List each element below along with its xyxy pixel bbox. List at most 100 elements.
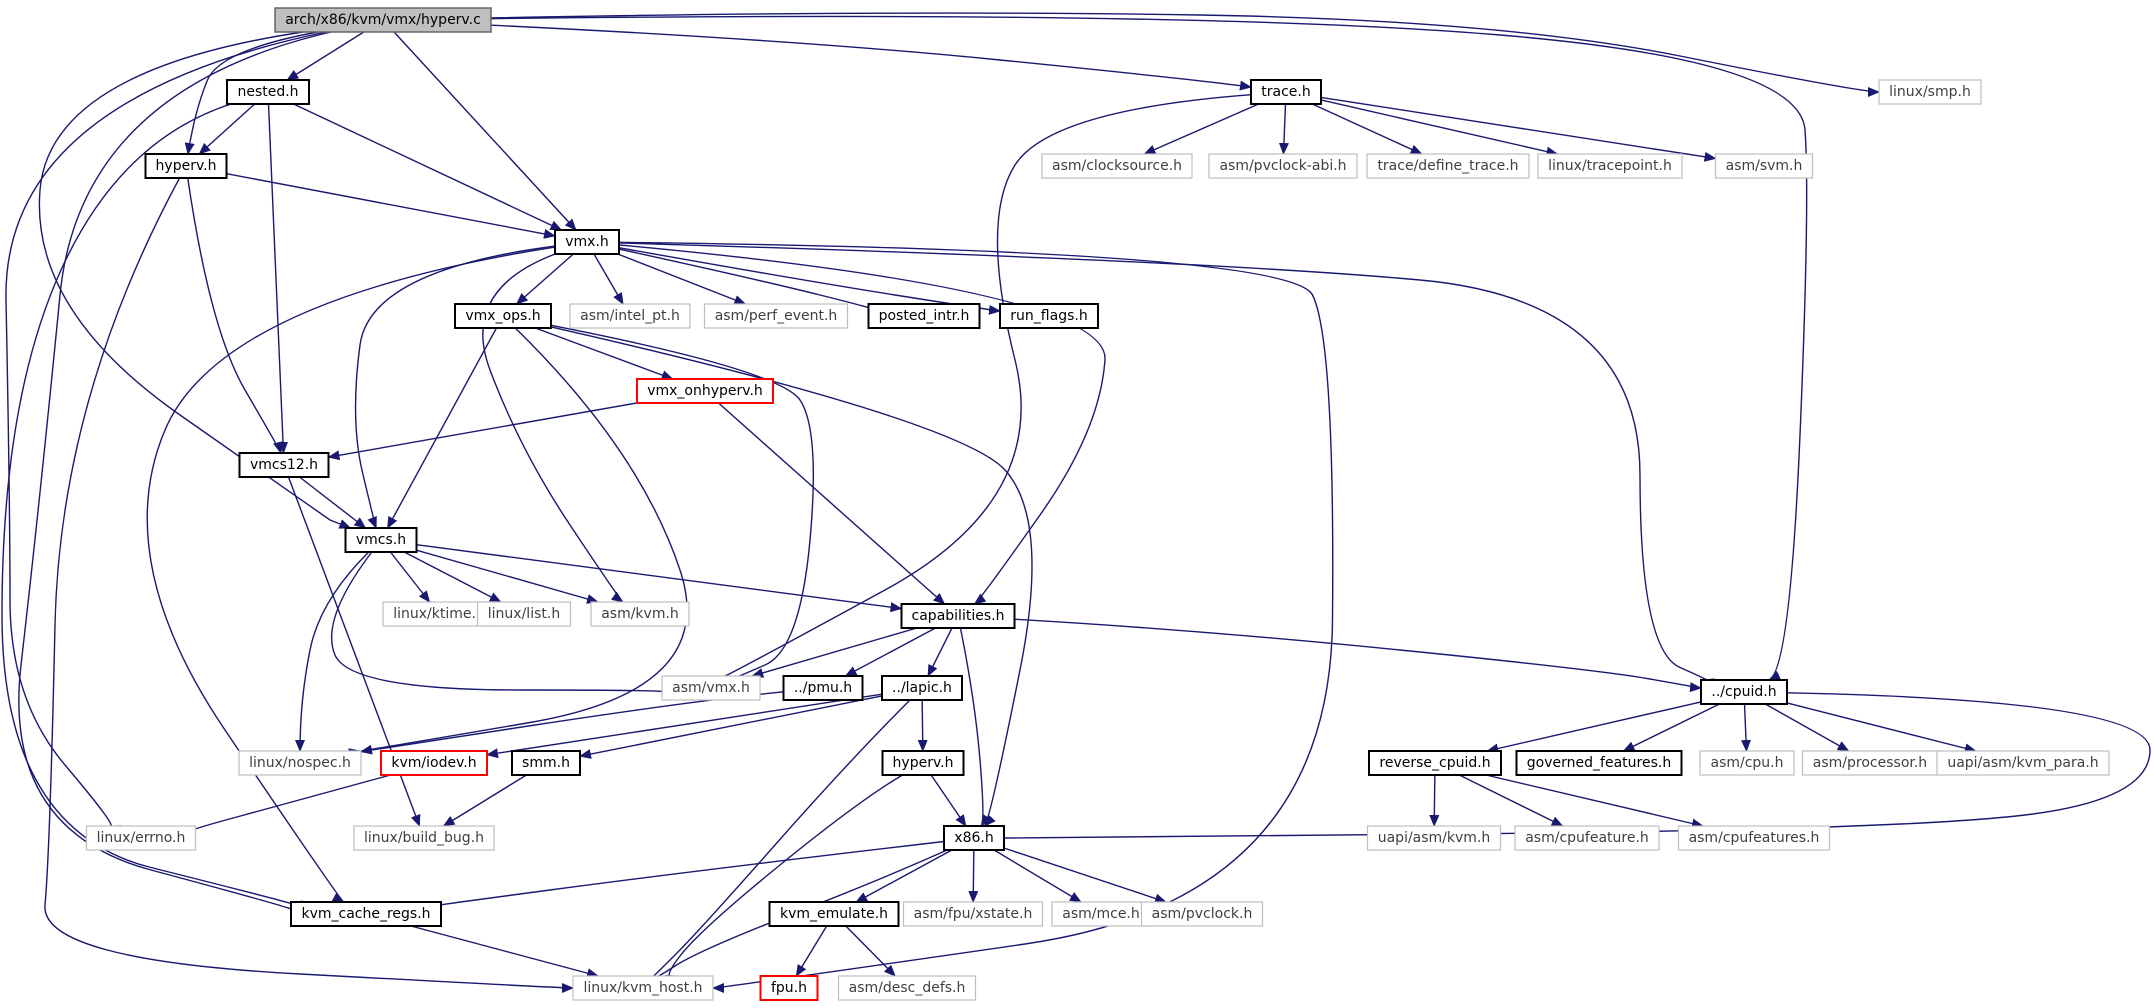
graph-node-vmcs12-h[interactable]: vmcs12.h: [238, 452, 330, 478]
node-box: [353, 825, 495, 851]
node-box: [1515, 750, 1683, 776]
node-label: uapi/asm/kvm.h: [1378, 830, 1491, 846]
graph-node-linux-nospec-h: linux/nospec.h: [238, 750, 362, 776]
graph-node-smm-h[interactable]: smm.h: [511, 750, 581, 776]
graph-node-linux-kvm-host-h: linux/kvm_host.h: [572, 975, 714, 1001]
edge-x86-h-to-kvm-emulate-h: [855, 849, 953, 903]
edge-hyperv-c-to-vmcs-h: [38, 31, 352, 529]
node-label: kvm_emulate.h: [780, 906, 888, 922]
graph-node-kvm-emulate-h[interactable]: kvm_emulate.h: [768, 901, 900, 927]
edge-vmx-ops-h-to-vmx-onhyperv-h: [535, 327, 674, 380]
node-label: hyperv.h: [156, 158, 217, 174]
graph-node-asm-mce-h: asm/mce.h: [1051, 901, 1151, 927]
edge-trace-h-to-linux-tracepoint-h: [1320, 99, 1559, 157]
node-box: [837, 975, 977, 1001]
graph-node-trace-define-trace-h: trace/define_trace.h: [1366, 153, 1530, 179]
edge-vmcs-h-to-asm-vmx-h: [331, 551, 674, 697]
graph-node-asm-pvclock-h: asm/pvclock.h: [1140, 901, 1264, 927]
node-label: vmx_ops.h: [465, 308, 540, 324]
edge-hyperv-c-to-nested-h: [286, 31, 365, 81]
graph-node-hyperv-h[interactable]: hyperv.h: [144, 153, 228, 179]
edge-vmx-ops-h-to-asm-vmx-h: [550, 324, 815, 685]
edge-capabilities-h-to-x86-h: [959, 627, 992, 827]
graph-node-nested-h[interactable]: nested.h: [226, 79, 310, 105]
edge-vmx-h-to-capabilities-h: [618, 244, 1106, 605]
graph-node-vmx-h[interactable]: vmx.h: [554, 229, 620, 255]
edge-vmx-h-to-kvm-cache-regs-h: [146, 246, 556, 903]
graph-node-fpu-h[interactable]: fpu.h: [759, 975, 819, 1001]
node-box: [782, 675, 864, 701]
node-box: [1514, 825, 1660, 851]
node-label: nested.h: [237, 84, 298, 100]
node-label: governed_features.h: [1527, 755, 1671, 771]
edge-hyperv-h-to-linux-kvm-host-h: [44, 177, 574, 993]
graph-node-posted-intr-h[interactable]: posted_intr.h: [867, 303, 981, 329]
edge-cpuid-h-to-x86-h: [992, 692, 2151, 843]
node-label: linux/errno.h: [97, 830, 186, 846]
graph-node-linux-ktime-h: linux/ktime.h: [382, 601, 496, 627]
graph-node-kvm-cache-regs-h[interactable]: kvm_cache_regs.h: [290, 901, 442, 927]
node-box: [238, 750, 362, 776]
node-label: reverse_cpuid.h: [1379, 755, 1490, 771]
node-box: [1140, 901, 1264, 927]
node-label: linux/ktime.h: [393, 606, 485, 622]
edge-vmx-h-to-run-flags-h: [618, 247, 1001, 315]
node-box: [1208, 153, 1358, 179]
edge-vmx-onhyperv-h-to-capabilities-h: [718, 402, 946, 605]
graph-node-uapi-asm-kvm-h: uapi/asm/kvm.h: [1366, 825, 1502, 851]
node-label: asm/desc_defs.h: [849, 980, 966, 996]
graph-node-hyperv-h2[interactable]: hyperv.h: [881, 750, 965, 776]
graph-node-governed-features-h[interactable]: governed_features.h: [1515, 750, 1683, 776]
graph-node-linux-tracepoint-h: linux/tracepoint.h: [1537, 153, 1683, 179]
graph-node-kvm-iodev-h[interactable]: kvm/iodev.h: [380, 750, 488, 776]
graph-node-vmx-ops-h[interactable]: vmx_ops.h: [454, 303, 552, 329]
node-label: linux/build_bug.h: [364, 830, 484, 846]
node-box: [1041, 153, 1193, 179]
edge-hyperv-h2-to-x86-h: [930, 774, 967, 827]
graph-node-cpuid-h[interactable]: ../cpuid.h: [1700, 679, 1788, 705]
graph-node-asm-processor-h: asm/processor.h: [1801, 750, 1939, 776]
node-box: [380, 750, 488, 776]
edge-nested-h-to-kvm-cache-regs-h: [1, 103, 303, 911]
node-label: asm/kvm.h: [601, 606, 679, 622]
edge-x86-h-to-asm-fpu-xstate-h: [968, 849, 979, 903]
edge-kvm-emulate-h-to-fpu-h: [795, 925, 828, 977]
node-box: [1936, 750, 2110, 776]
node-label: kvm/iodev.h: [391, 755, 476, 771]
edge-x86-h-to-asm-pvclock-h: [1003, 847, 1167, 904]
node-label: linux/tracepoint.h: [1548, 158, 1672, 174]
node-label: vmx_onhyperv.h: [647, 383, 763, 399]
node-label: fpu.h: [771, 980, 807, 996]
node-label: asm/pvclock-abi.h: [1219, 158, 1346, 174]
graph-node-pmu-h[interactable]: ../pmu.h: [782, 675, 864, 701]
node-label: vmx.h: [565, 234, 609, 250]
graph-node-asm-pvclock-abi-h: asm/pvclock-abi.h: [1208, 153, 1358, 179]
edge-vmx-ops-h-to-vmcs-h: [386, 327, 498, 529]
edge-lapic-h-to-smm-h: [579, 695, 883, 759]
node-box: [569, 303, 691, 329]
edge-hyperv-c-to-linux-errno-h: [5, 31, 326, 835]
graph-node-lapic-h[interactable]: ../lapic.h: [881, 675, 963, 701]
graph-node-trace-h[interactable]: trace.h: [1250, 79, 1322, 105]
graph-node-hyperv-c[interactable]: arch/x86/kvm/vmx/hyperv.c: [274, 7, 492, 33]
graph-node-x86-h[interactable]: x86.h: [943, 825, 1005, 851]
edge-trace-h-to-asm-clocksource-h: [1143, 103, 1259, 155]
node-box: [1878, 79, 1982, 105]
graph-node-asm-kvm-h: asm/kvm.h: [590, 601, 690, 627]
node-label: asm/svm.h: [1726, 158, 1803, 174]
edge-vmx-h-to-cpuid-h: [618, 242, 1715, 688]
edge-cpuid-h-to-asm-processor-h: [1764, 703, 1850, 752]
edge-capabilities-h-to-asm-vmx-h: [751, 627, 918, 678]
graph-node-capabilities-h[interactable]: capabilities.h: [900, 603, 1016, 629]
edge-hyperv-h2-to-linux-kvm-host-h: [664, 774, 903, 985]
node-box: [661, 675, 761, 701]
graph-node-reverse-cpuid-h[interactable]: reverse_cpuid.h: [1368, 750, 1502, 776]
graph-node-run-flags-h[interactable]: run_flags.h: [999, 303, 1099, 329]
graph-node-vmx-onhyperv-h[interactable]: vmx_onhyperv.h: [636, 378, 774, 404]
edge-lapic-h-to-linux-kvm-host-h: [642, 699, 911, 988]
edge-hyperv-c-to-hyperv-h: [184, 31, 318, 155]
edge-vmx-h-to-posted-intr-h: [618, 248, 881, 315]
node-label: smm.h: [522, 755, 570, 771]
graph-node-vmcs-h[interactable]: vmcs.h: [344, 527, 418, 553]
